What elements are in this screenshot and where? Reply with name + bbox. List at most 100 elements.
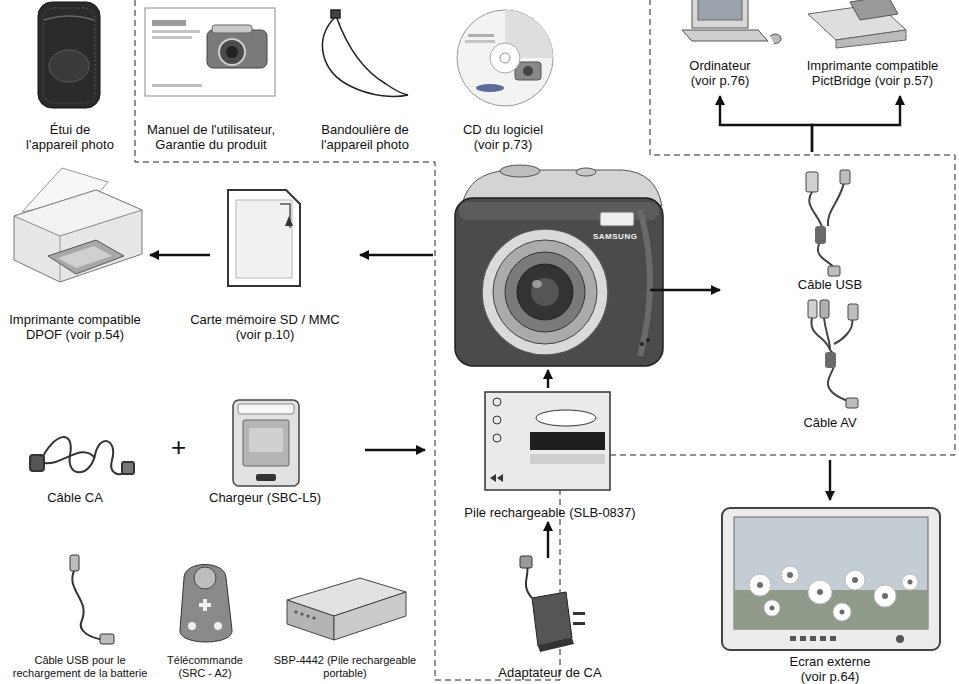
camera-picture [455, 198, 663, 366]
tv-picture [840, 610, 845, 615]
ac-cable-picture [122, 462, 134, 474]
cd-picture [468, 34, 494, 37]
manual-picture [219, 39, 245, 65]
item-caption: Adaptateur de CA [490, 665, 610, 680]
item-caption: Câble CA [20, 490, 130, 505]
ac-cable-picture [30, 455, 44, 471]
camera-picture [505, 252, 585, 332]
manual-picture [212, 25, 252, 33]
camera-picture [455, 165, 663, 366]
accessory-item: Ecran externe (voir p.64) [715, 500, 945, 684]
portable-battery-picture [300, 612, 303, 615]
computer-picture [770, 34, 781, 44]
tv-picture [722, 508, 940, 650]
tv-picture [810, 636, 816, 641]
adapter-picture [520, 556, 585, 652]
adapter-picture [532, 592, 572, 646]
tv-picture [833, 603, 851, 621]
accessory-item: Ordinateur (voir p.76) [670, 0, 770, 88]
portable-battery-picture [334, 592, 406, 640]
usb-cable-picture [840, 170, 850, 184]
ac-cable-picture [30, 437, 134, 474]
item-caption: Imprimante compatible PictBridge (voir p… [800, 58, 945, 88]
arrow-connector [812, 96, 900, 152]
usb-charge-cable-picture [70, 555, 79, 571]
av-cable-picture [808, 300, 817, 318]
memory-card-picture [236, 200, 292, 278]
item-caption: Pile rechargeable (SLB-0837) [455, 505, 645, 520]
cd-picture [476, 84, 504, 92]
computer-picture [692, 0, 748, 28]
accessory-item: Câble USB pour le rechargement de la bat… [5, 545, 155, 680]
computer-picture [698, 0, 742, 20]
cd-picture [500, 53, 510, 63]
ac-cable-picture [40, 452, 95, 463]
case-picture [44, 16, 94, 20]
battery-picture [493, 398, 501, 406]
adapter-picture [520, 556, 532, 568]
cd-picture [457, 10, 553, 106]
manual-picture [152, 84, 202, 87]
tv-picture [800, 636, 806, 641]
arrow-connector [150, 254, 210, 256]
tv-picture [874, 585, 896, 607]
tv-picture [749, 566, 918, 621]
strap-picture [322, 16, 408, 96]
case-picture [49, 50, 89, 82]
accessory-item: SAMSUNG [445, 162, 670, 370]
camera-picture [600, 212, 634, 226]
tv-picture [757, 582, 763, 588]
case-picture [38, 2, 100, 108]
usb-cable-picture [806, 170, 850, 276]
camera-picture [646, 338, 650, 342]
remote-picture [199, 599, 211, 611]
manual-picture [152, 30, 200, 33]
adapter-picture [573, 622, 585, 625]
usb-charge-cable-picture [100, 634, 114, 644]
av-cable-picture [834, 318, 852, 344]
battery-picture [490, 474, 503, 482]
tv-picture [908, 580, 913, 585]
item-caption: Bandoulière de l'appareil photo [315, 122, 415, 152]
av-cable-picture [824, 318, 830, 350]
pictbridge-printer-picture [836, 30, 906, 48]
tv-picture [817, 589, 823, 595]
brand-logo: SAMSUNG [593, 232, 637, 241]
tv-picture [734, 517, 928, 629]
tv-picture [770, 606, 775, 611]
accessory-item: Imprimante compatible PictBridge (voir p… [800, 0, 945, 88]
battery-picture [530, 432, 605, 450]
camera-picture [576, 168, 596, 176]
item-caption: Carte mémoire SD / MMC (voir p.10) [185, 312, 345, 342]
camera-picture [532, 280, 542, 288]
manual-picture [145, 8, 275, 96]
strap-picture [322, 10, 408, 96]
av-cable-picture [825, 352, 836, 368]
tv-picture [830, 636, 836, 641]
battery-picture [536, 410, 596, 426]
accessory-item: Carte mémoire SD / MMC (voir p.10) [185, 180, 345, 342]
usb-cable-picture [828, 266, 840, 276]
item-caption: Ordinateur (voir p.76) [680, 58, 760, 88]
arrow-connector [360, 254, 433, 256]
tv-picture [781, 566, 799, 584]
remote-picture [188, 622, 196, 630]
adapter-picture [573, 612, 585, 615]
remote-picture [180, 565, 232, 643]
plus-sign: + [171, 434, 186, 460]
item-caption: Câble USB pour le rechargement de la bat… [8, 654, 153, 680]
strap-picture [331, 10, 340, 18]
tv-picture [902, 574, 918, 590]
manual-picture [207, 30, 267, 68]
dpof-printer-picture [14, 168, 142, 282]
camera-picture [640, 342, 644, 346]
portable-battery-picture [287, 578, 406, 640]
av-cable-picture [808, 300, 858, 408]
accessory-item: Imprimante compatible DPOF (voir p.54) [0, 165, 150, 342]
accessory-item: SBP-4442 (Pile rechargeable portable) [275, 565, 415, 680]
item-caption: Câble USB [780, 277, 880, 292]
cd-picture [457, 10, 553, 106]
arrow-connector [365, 449, 425, 451]
